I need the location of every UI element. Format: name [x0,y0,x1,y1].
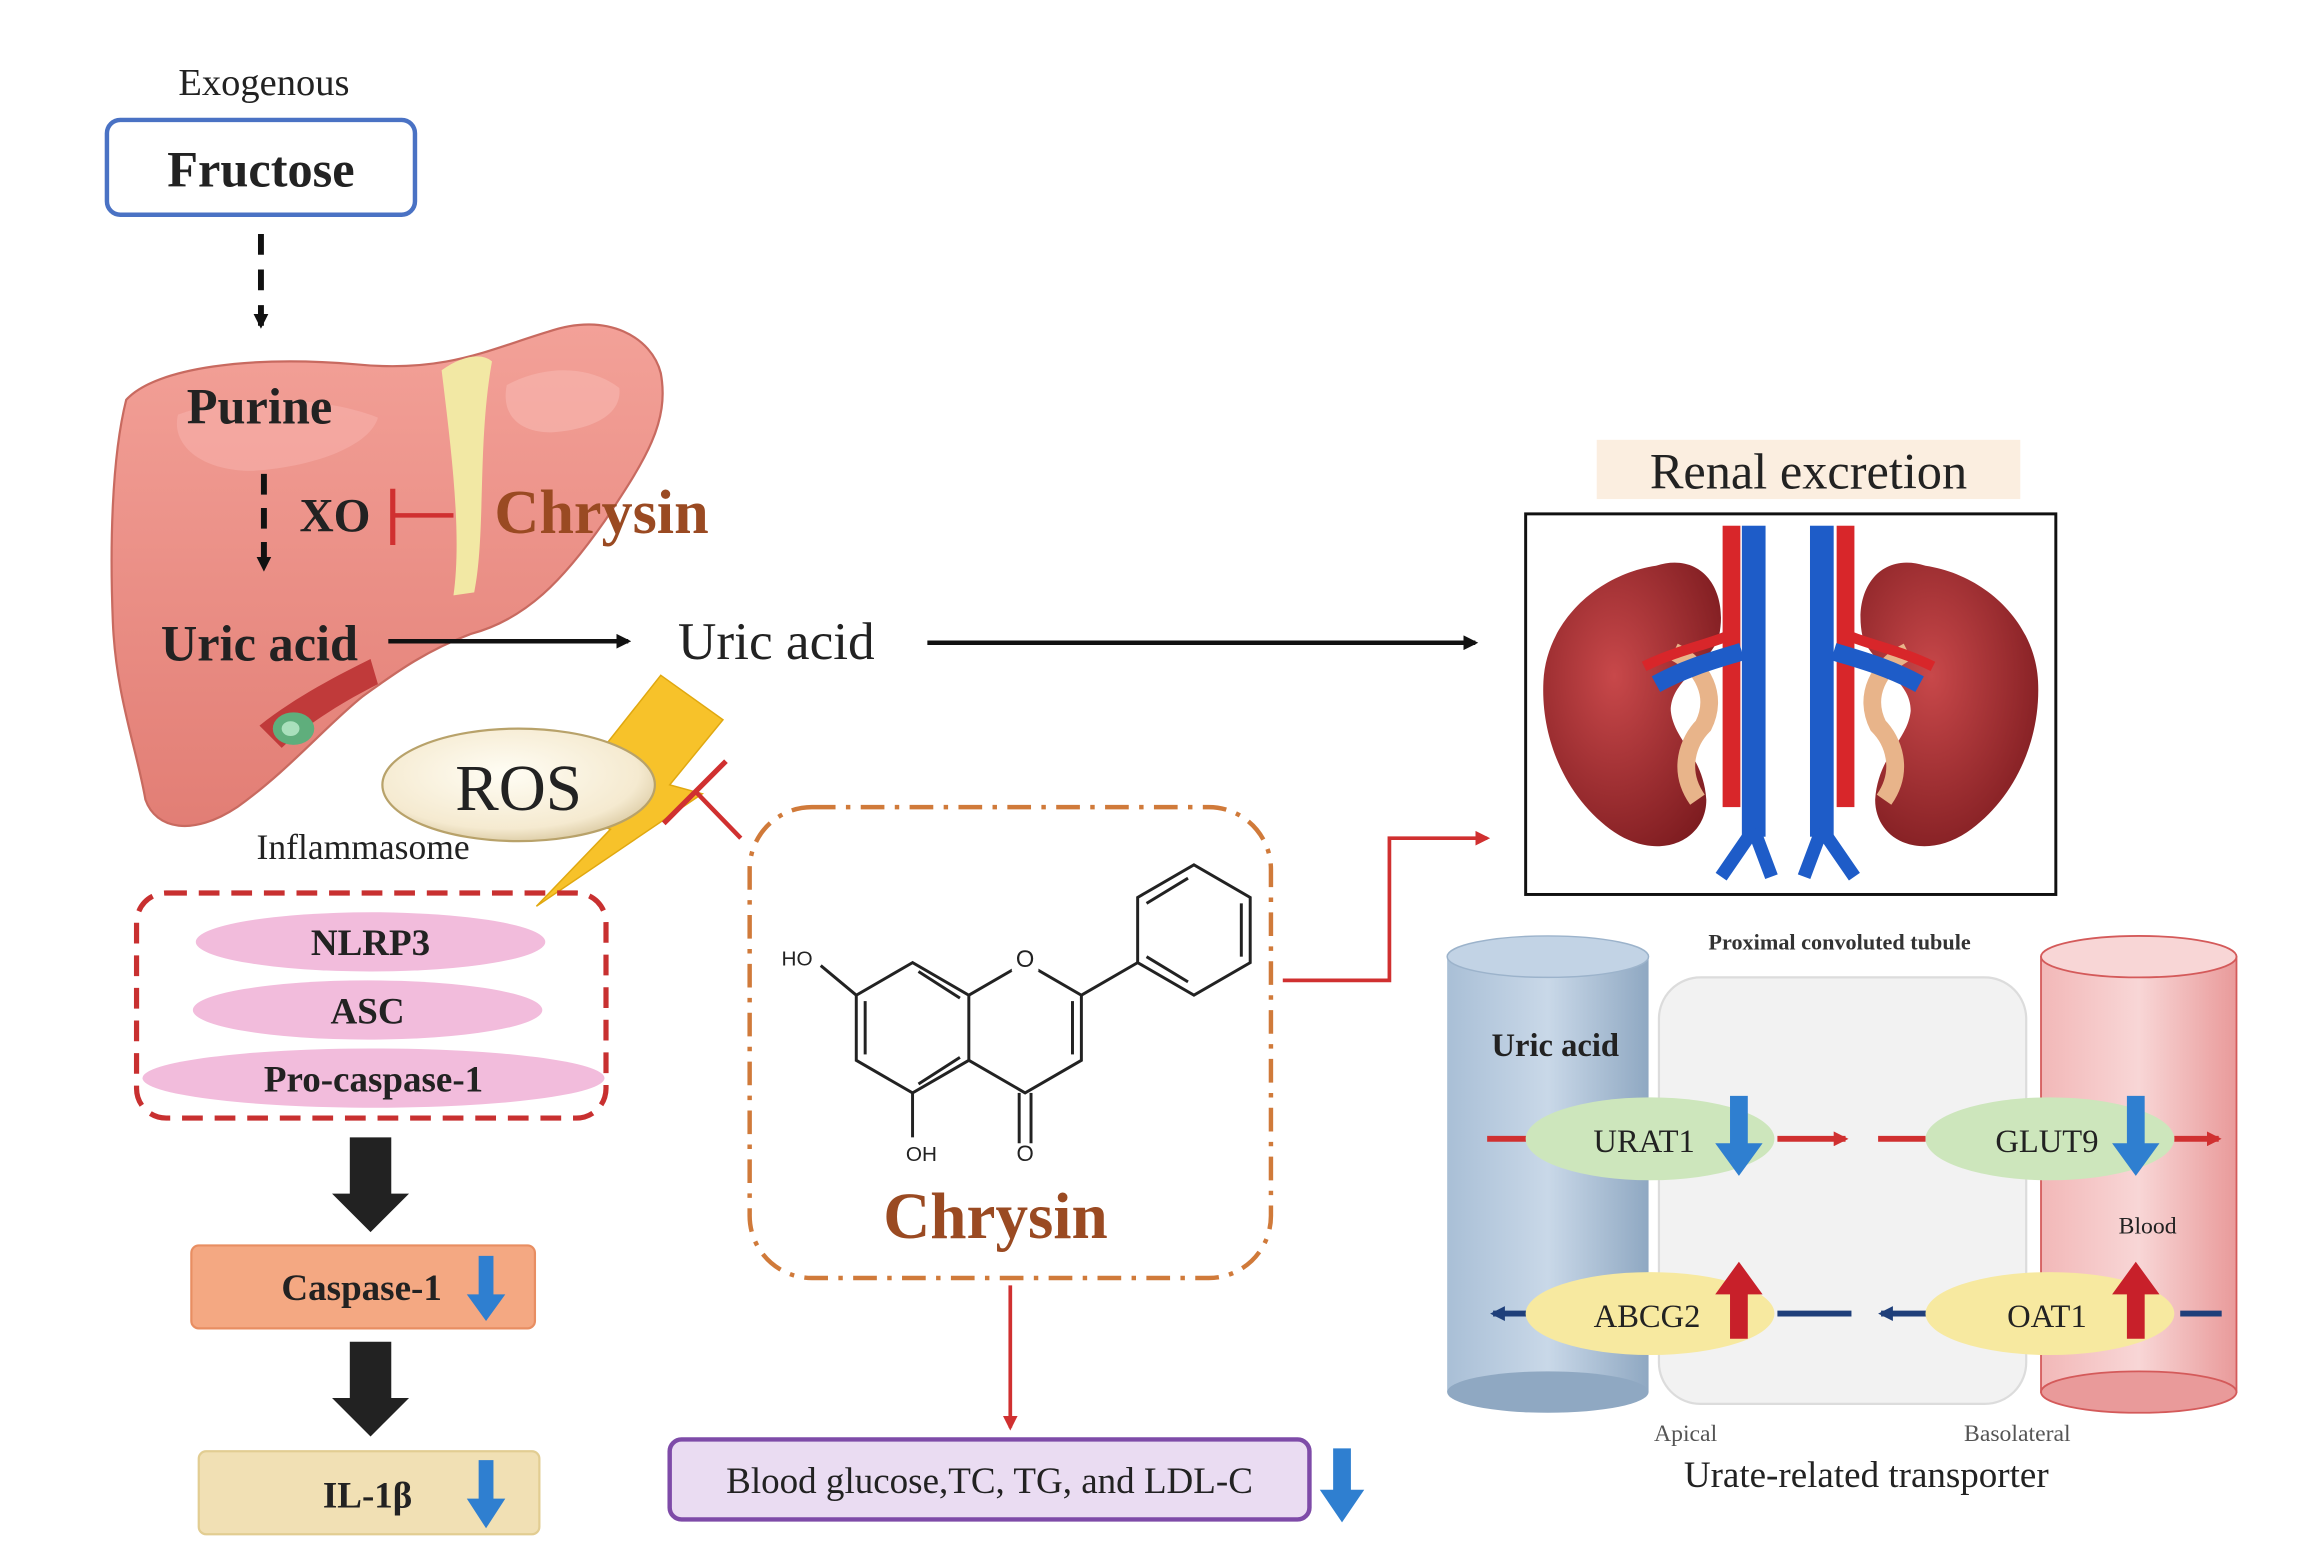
urat1-label: URAT1 [1593,1124,1694,1160]
nlrp3-pill [195,912,546,972]
chrysin-structure [819,863,1252,1144]
caspase-to-il1b-arrow [332,1341,410,1437]
oat1-transporter [1925,1272,2175,1356]
chrysin-to-kidney-arrow [1282,830,1491,983]
ring-oxygen-label: O [1016,947,1034,973]
asc-label: ASC [331,991,405,1032]
lipids-label: Blood glucose,TC, TG, and LDL-C [726,1461,1253,1502]
abcg2-up-arrow-icon [1715,1261,1763,1339]
chrysin-liver-label: Chrysin [494,479,708,547]
chrysin-box [747,804,1274,1281]
abcg2-label: ABCG2 [1594,1299,1701,1335]
urat1-down-arrow-icon [1715,1095,1763,1176]
purine-label: Purine [187,379,332,435]
fructose-box [104,117,418,217]
pro-caspase-pill [142,1048,605,1108]
urat1-transporter [1525,1097,1775,1181]
glut9-down-arrow-icon [2112,1095,2160,1176]
il1b-label: IL-1β [323,1476,412,1517]
blood-label: Blood [2119,1214,2177,1240]
ros-label: ROS [455,753,582,825]
lumen-cylinder-top [1446,935,1650,979]
oh-label: OH [906,1143,937,1166]
pct-label: Proximal convoluted tubule [1708,929,1970,954]
xo-label: XO [299,491,370,543]
renal-excretion-label: Renal excretion [1650,444,1967,500]
chrysin-center-label: Chrysin [883,1181,1107,1253]
il1b-down-arrow-icon [466,1460,506,1529]
basolateral-label: Basolateral [1964,1421,2071,1447]
carbonyl-oxygen-label: O [1016,1141,1033,1166]
renal-label-bg [1596,439,2021,500]
oat1-label: OAT1 [2007,1299,2087,1335]
fructose-label: Fructose [167,142,354,198]
ros-ellipse [381,727,656,843]
asc-pill [192,980,543,1040]
ros-inhibit-line [694,790,743,840]
blood-cylinder-base [2040,1370,2238,1414]
il1b-box [197,1450,541,1536]
apical-label: Apical [1654,1421,1718,1447]
glut9-transporter [1925,1097,2175,1181]
lipids-down-arrow-icon [1319,1448,1365,1523]
uric-acid-tubule-label: Uric acid [1491,1028,1619,1064]
liver-image [110,323,664,828]
uric-acid-mid-label: Uric acid [678,611,875,671]
caspase-label: Caspase-1 [281,1268,441,1309]
caspase-down-arrow-icon [466,1255,506,1321]
oat1-up-arrow-icon [2112,1261,2160,1339]
nlrp3-label: NLRP3 [311,923,430,964]
glut9-label: GLUT9 [1995,1124,2098,1160]
kidney-image [1543,525,2039,881]
inflammasome-box [133,890,609,1121]
caspase-box [190,1244,537,1330]
urate-transporter-label: Urate-related transporter [1684,1455,2049,1496]
uric-acid-liver-label: Uric acid [161,615,358,671]
abcg2-transporter [1525,1272,1775,1356]
exogenous-label: Exogenous [178,62,349,104]
ros-inhibit-bar [661,759,728,826]
inflammasome-label: Inflammasome [257,827,470,867]
ho-label: HO [782,948,813,971]
inflammasome-to-caspase-arrow [332,1137,410,1233]
pro-caspase-label: Pro-caspase-1 [264,1059,483,1100]
lumen-cylinder-base [1447,1371,1649,1413]
lipids-box [667,1437,1312,1522]
ring-oxygen-mask [1011,944,1039,972]
blood-cylinder-top [2040,935,2238,979]
